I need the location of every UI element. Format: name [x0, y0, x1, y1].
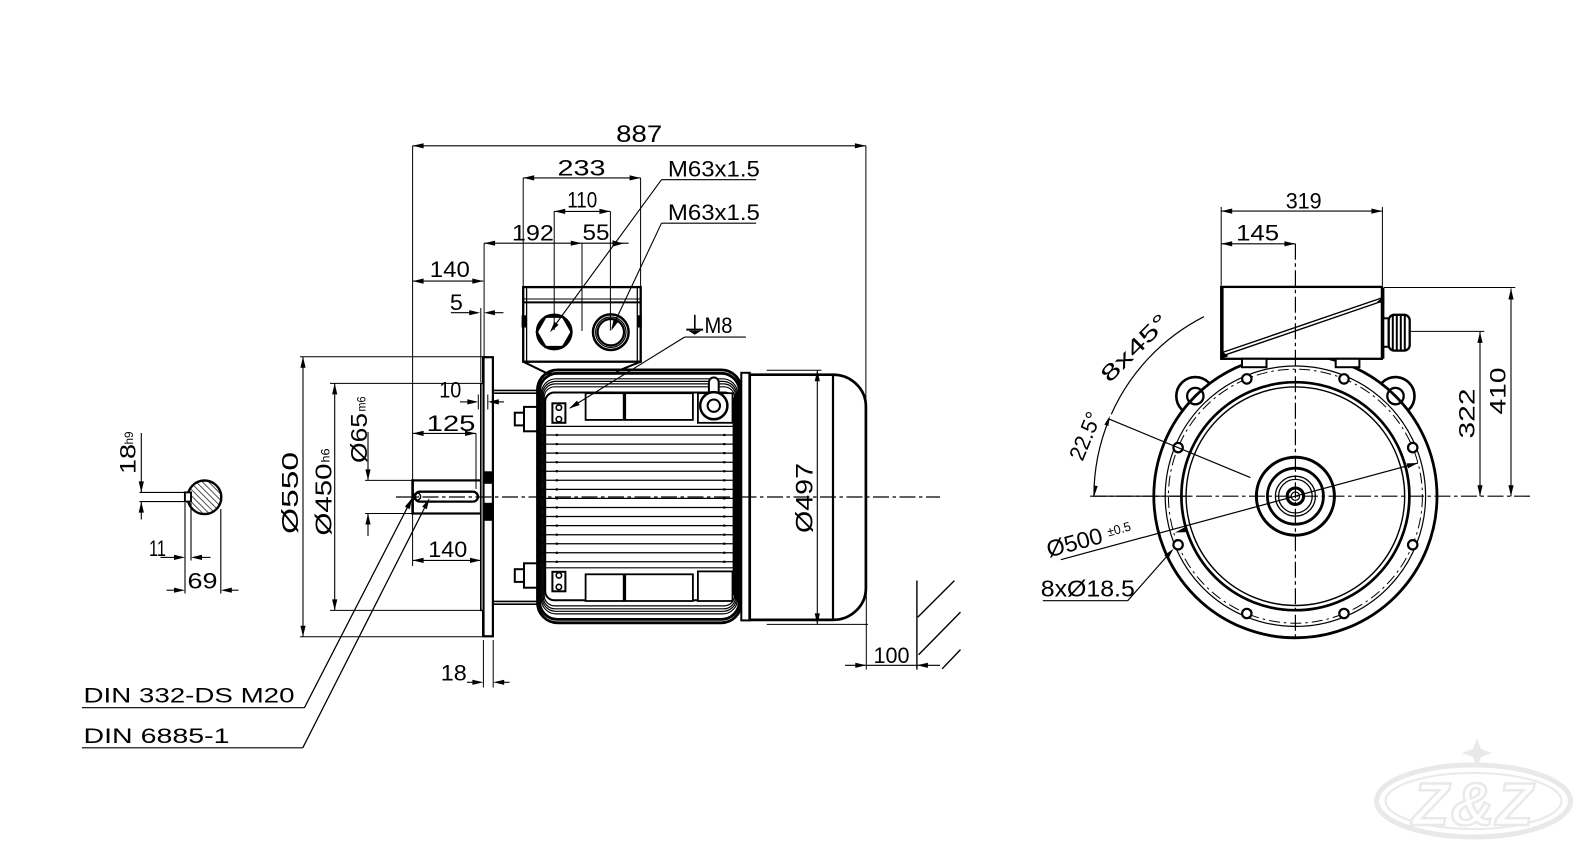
svg-text:319: 319	[1286, 188, 1322, 213]
svg-text:233: 233	[558, 155, 606, 180]
svg-text:18: 18	[441, 661, 467, 686]
svg-text:Ø65: Ø65	[346, 413, 372, 463]
svg-text:145: 145	[1236, 221, 1279, 246]
svg-text:DIN 6885-1: DIN 6885-1	[84, 725, 230, 748]
svg-text:M8: M8	[705, 313, 733, 338]
svg-text:DIN 332-DS M20: DIN 332-DS M20	[84, 685, 295, 708]
svg-text:55: 55	[583, 220, 610, 245]
svg-text:Ø450: Ø450	[311, 464, 337, 536]
svg-text:140: 140	[428, 537, 467, 562]
svg-text:h9: h9	[122, 431, 136, 444]
svg-text:±0.5: ±0.5	[1105, 519, 1132, 540]
svg-text:140: 140	[430, 257, 470, 282]
svg-text:887: 887	[616, 121, 662, 148]
svg-text:M63x1.5: M63x1.5	[668, 200, 760, 225]
svg-text:69: 69	[188, 569, 218, 594]
svg-text:M63x1.5: M63x1.5	[668, 157, 760, 182]
svg-text:110: 110	[567, 187, 597, 212]
svg-text:5: 5	[450, 290, 463, 315]
svg-text:Ø497: Ø497	[792, 463, 819, 533]
svg-text:Z&Z: Z&Z	[1410, 771, 1535, 838]
svg-text:m6: m6	[355, 396, 369, 411]
svg-text:100: 100	[874, 643, 910, 668]
svg-text:125: 125	[427, 411, 476, 436]
svg-text:18: 18	[116, 444, 141, 474]
svg-text:410: 410	[1486, 368, 1511, 415]
svg-text:10: 10	[439, 378, 461, 403]
svg-text:192: 192	[512, 221, 554, 246]
svg-text:322: 322	[1455, 389, 1480, 439]
svg-text:11: 11	[149, 536, 166, 561]
svg-text:8xØ18.5: 8xØ18.5	[1041, 576, 1135, 602]
svg-text:h6: h6	[319, 448, 333, 462]
svg-text:Ø550: Ø550	[277, 452, 303, 534]
